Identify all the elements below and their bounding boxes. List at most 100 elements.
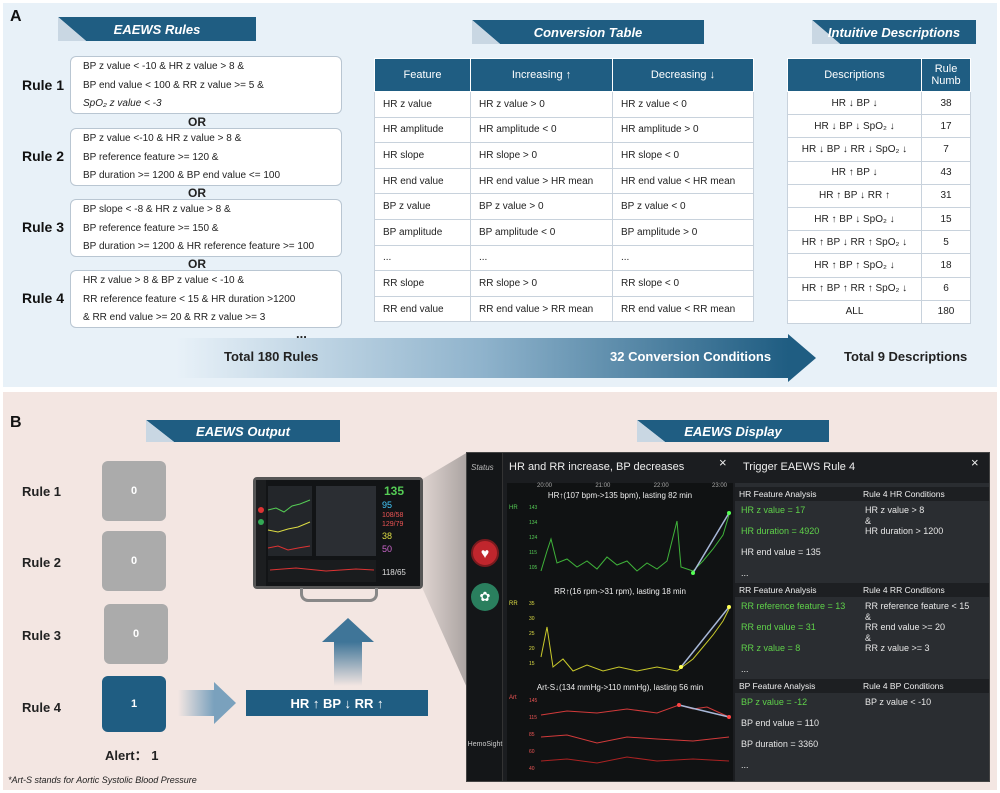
- output-rule-1-box: 0: [102, 461, 166, 521]
- rule-1-line: BP z value < -10 & HR z value > 8 &: [83, 61, 245, 72]
- feature-value: RR reference feature = 13: [741, 601, 846, 611]
- feature-value: ...: [741, 760, 749, 770]
- conv-cell: HR amplitude: [374, 116, 471, 144]
- art-tick: 145: [529, 698, 538, 704]
- or-label: OR: [188, 186, 206, 200]
- conversion-table: Feature Increasing ↑ Decreasing ↓ HR z v…: [374, 58, 754, 323]
- feature-value: HR z value = 17: [741, 505, 806, 515]
- eaews-display: Status ♥ ✿ HemoSight HR and RR increase,…: [466, 452, 990, 782]
- conv-cell: ...: [612, 244, 754, 272]
- flow-arrow-bar: [176, 338, 788, 378]
- rule-2-box: BP z value <-10 & HR z value > 8 & BP re…: [70, 128, 342, 186]
- up-arrow-head: [322, 618, 374, 642]
- desc-cell: HR ↑ BP ↓ RR ↑ SpO₂ ↓: [787, 230, 922, 255]
- hr-tick: 115: [529, 550, 537, 556]
- output-rule-4-box: 1: [102, 676, 166, 732]
- conv-cell: HR slope: [374, 142, 471, 169]
- display-banner: EAEWS Display: [637, 420, 829, 442]
- rule-3-line: BP reference feature >= 150 &: [83, 223, 219, 234]
- rule-3-box: BP slope < -8 & HR z value > 8 & BP refe…: [70, 199, 342, 257]
- hemosight-label[interactable]: HemoSight: [467, 741, 503, 748]
- desc-cell: HR ↓ BP ↓: [787, 90, 922, 116]
- rr-tick: 25: [529, 631, 535, 637]
- up-arrow-shaft: [334, 642, 362, 686]
- heart-alert-icon[interactable]: ♥: [471, 539, 499, 567]
- rr-wave-title: RR↑(16 rpm->31 rpm), lasting 18 min: [554, 587, 686, 596]
- art-waveform: [540, 703, 731, 764]
- rule-4-line: RR reference feature < 15 & HR duration …: [83, 294, 296, 305]
- rules-ellipsis: ...: [296, 326, 307, 341]
- monitor-value-hr: 135: [384, 484, 405, 498]
- conv-row: .........: [374, 244, 754, 272]
- rule-condition: RR z value >= 3: [865, 643, 930, 653]
- conv-cell: RR end value: [374, 295, 471, 323]
- panel-b-letter: B: [10, 414, 22, 431]
- monitor-thumbnail: 135 95 108/58 129/79 38 50 118/65: [253, 477, 423, 589]
- conv-cell: HR slope < 0: [612, 142, 754, 169]
- section-head-left: HR Feature Analysis: [739, 489, 817, 499]
- flow-arrow-head: [788, 334, 816, 382]
- desc-cell: HR ↑ BP ↓: [787, 160, 922, 185]
- rule-3-line: BP slope < -8 & HR z value > 8 &: [83, 204, 231, 215]
- display-sidebar: Status ♥ ✿ HemoSight: [467, 453, 503, 781]
- conv-cell: BP amplitude < 0: [470, 218, 613, 246]
- feature-value: RR end value = 31: [741, 622, 816, 632]
- rule-3-line: BP duration >= 1200 & HR reference featu…: [83, 241, 315, 252]
- hr-wave-title: HR↑(107 bpm->135 bpm), lasting 82 min: [547, 491, 693, 500]
- conv-cell: HR amplitude > 0: [612, 116, 754, 144]
- desc-row: HR ↓ BP ↓ RR ↓ SpO₂ ↓7: [787, 137, 971, 162]
- output-rule-1-label: Rule 1: [22, 484, 62, 499]
- desc-cell: 43: [921, 160, 971, 185]
- desc-cell: 5: [921, 230, 971, 255]
- output-rule-3-label: Rule 3: [22, 628, 62, 643]
- rule-condition: HR z value > 8: [865, 505, 925, 515]
- rr-waveform: [540, 605, 731, 672]
- close-icon[interactable]: ×: [719, 455, 727, 470]
- rule-2-line: BP reference feature >= 120 &: [83, 152, 219, 163]
- monitor-value-art: 108/58: [382, 512, 404, 519]
- desc-cell: 15: [921, 206, 971, 232]
- feature-value: BP z value = -12: [741, 697, 808, 707]
- rule-4-label: Rule 4: [22, 290, 65, 306]
- conv-cell: HR slope > 0: [470, 142, 613, 169]
- rule-condition: BP z value < -10: [865, 697, 932, 707]
- panel-a-letter: A: [10, 8, 22, 25]
- rules-banner: EAEWS Rules: [58, 17, 256, 41]
- rule-2-label: Rule 2: [22, 148, 65, 164]
- hr-waveform: [540, 511, 731, 575]
- close-icon[interactable]: ×: [971, 455, 979, 470]
- desc-row: HR ↑ BP ↓43: [787, 160, 971, 185]
- rr-tick: 20: [529, 646, 535, 652]
- or-label: OR: [188, 115, 206, 129]
- conv-cell: HR end value: [374, 167, 471, 195]
- conv-cell: HR z value < 0: [612, 91, 754, 118]
- rule-3-label: Rule 3: [22, 219, 65, 235]
- time-tick: 22:00: [653, 483, 669, 489]
- desc-cell: HR ↓ BP ↓ RR ↓ SpO₂ ↓: [787, 137, 922, 162]
- total-descriptions: Total 9 Descriptions: [844, 349, 968, 364]
- conv-cell: RR slope: [374, 270, 471, 297]
- conv-cell: BP z value: [374, 193, 471, 220]
- rule-condition: &: [865, 515, 872, 526]
- time-tick: 23:00: [711, 483, 727, 489]
- desc-row: HR ↓ BP ↓ SpO₂ ↓17: [787, 114, 971, 139]
- conv-cell: RR end value > RR mean: [470, 295, 613, 323]
- desc-cell: HR ↑ BP ↑ SpO₂ ↓: [787, 253, 922, 278]
- intuitive-banner: Intuitive Descriptions: [812, 20, 976, 44]
- conv-cell: BP amplitude > 0: [612, 218, 754, 246]
- desc-row: HR ↑ BP ↓ RR ↑ SpO₂ ↓5: [787, 230, 971, 255]
- monitor-stand: [300, 588, 378, 602]
- section-head-left: BP Feature Analysis: [739, 681, 816, 691]
- feature-value: RR z value = 8: [741, 643, 801, 653]
- conv-header: Increasing ↑: [470, 58, 613, 92]
- lungs-icon[interactable]: ✿: [471, 583, 499, 611]
- rule-1-line: SpO₂ z value < -3: [83, 98, 162, 109]
- output-rule-3-box: 0: [104, 604, 168, 664]
- rule-condition: &: [865, 632, 872, 643]
